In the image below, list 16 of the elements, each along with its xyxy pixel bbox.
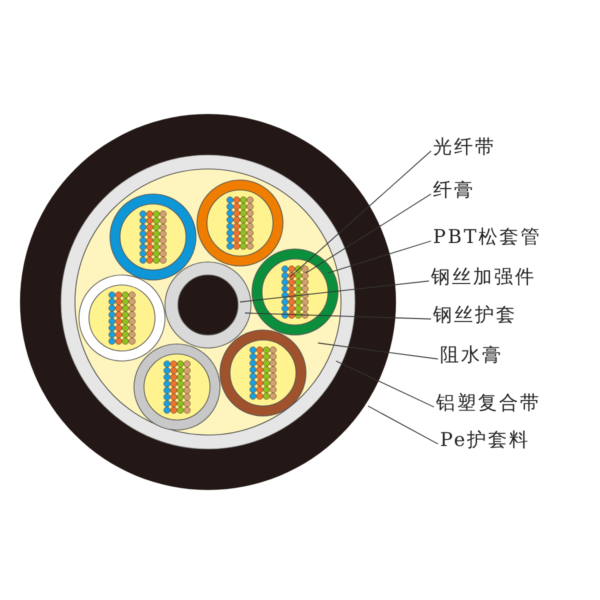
leader-line bbox=[290, 150, 432, 278]
leader-line bbox=[244, 312, 432, 320]
part-label: 钢丝加强件 bbox=[431, 265, 536, 289]
part-label: Pe护套料 bbox=[440, 428, 530, 452]
leader-line bbox=[306, 194, 432, 274]
leader-line bbox=[368, 406, 438, 444]
leader-line bbox=[336, 360, 434, 408]
part-label: 钢丝护套 bbox=[433, 303, 517, 327]
part-label: 光纤带 bbox=[433, 135, 496, 159]
part-label: 阻水膏 bbox=[440, 343, 503, 367]
part-label: 纤膏 bbox=[433, 178, 475, 202]
leader-line bbox=[240, 280, 430, 302]
part-label: 铝塑复合带 bbox=[436, 391, 541, 415]
leader-line bbox=[328, 240, 432, 274]
leader-line bbox=[318, 342, 438, 360]
part-label: PBT松套管 bbox=[433, 225, 542, 249]
